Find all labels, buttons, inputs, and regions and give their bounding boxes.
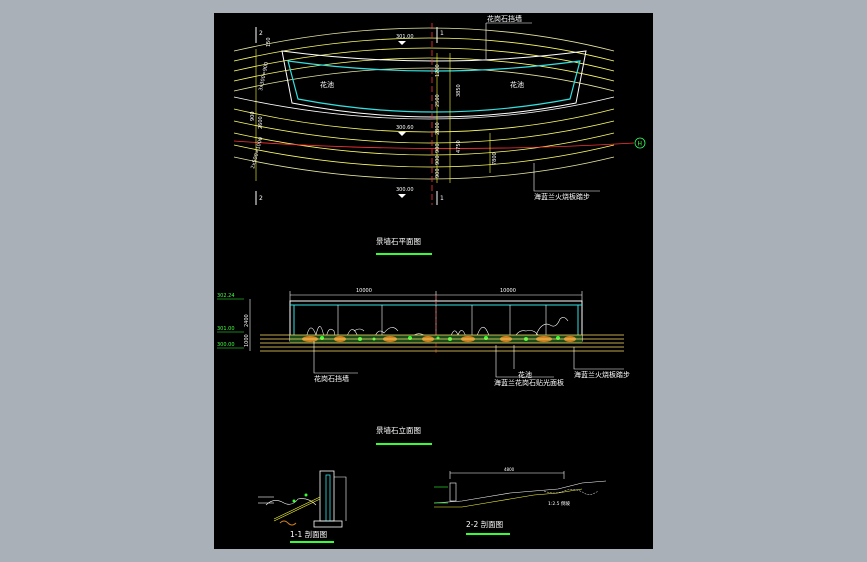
elev-level-mid: 301.00 (217, 326, 235, 332)
dim-center-3: 2800 (435, 122, 441, 135)
plan-elev-bot: 300.00 (396, 187, 414, 193)
axis-label-h: H (638, 141, 643, 148)
elev-callout-planter: 花池 (518, 370, 532, 379)
dim-center-0: 1200 (435, 64, 441, 77)
elev-level-bot: 300.00 (217, 342, 235, 348)
plan-callout-steps: 海蓝兰火烧板踏步 (534, 192, 590, 201)
dim-center-5: 900 (435, 143, 441, 153)
dim-center-1: 2500 (435, 94, 441, 107)
plan-title: 景墙石平面图 (376, 236, 421, 246)
section-mark-1-top: 1 (440, 30, 444, 37)
section-1-view: 1-1 剖面图 (258, 470, 347, 543)
plan-title-underline (376, 253, 432, 255)
section2-dim: 4800 (504, 467, 515, 472)
dim-left-4: 2x500=1000 (250, 136, 264, 169)
section1-title: 1-1 剖面图 (290, 529, 327, 539)
section-mark-1-bottom: 1 (440, 195, 444, 202)
elev-dim-left: 10000 (356, 288, 372, 294)
section-mark-2-bottom: 2 (259, 195, 263, 202)
plan-view: 2 1 2 1 (233, 14, 646, 255)
elev-dim-right: 10000 (500, 288, 516, 294)
plan-callout-wall: 花岗石挡墙 (487, 14, 522, 23)
planter-label-right: 花池 (510, 80, 524, 89)
section2-note: 1:2.5 倒坡 (548, 500, 570, 507)
plan-elev-top: 301.00 (396, 34, 414, 40)
elev-callout-finish: 海蓝兰花岗石贴光面板 (494, 378, 564, 387)
elev-callout-wall: 花岗石挡墙 (314, 374, 349, 383)
dim-center-2: 3850 (456, 84, 462, 97)
elev-level-top: 302.24 (217, 293, 235, 299)
dim-left-2: 900 (250, 111, 256, 121)
planter-outline (281, 50, 587, 118)
drawing-sheet: 2 1 2 1 (214, 13, 653, 549)
dim-left-3: 2600 (258, 116, 264, 129)
planter-inner (287, 60, 581, 113)
dim-center-6: 900 (435, 155, 441, 165)
axis-line-h (233, 140, 635, 149)
elev-dim-side-2: 1000 (244, 334, 250, 347)
elev-callout-steps: 海蓝兰火烧板踏步 (574, 370, 630, 379)
section1-title-underline (290, 541, 334, 543)
section2-title-underline (466, 533, 510, 535)
dim-center-4: 4750 (456, 140, 462, 153)
axis-bubble-h (634, 137, 646, 149)
elevation-view: 10000 10000 302.24 301.00 300.00 2400 10… (217, 288, 630, 445)
elev-title-underline (376, 443, 432, 445)
step-arcs (233, 27, 615, 180)
dim-center-8: 7800 (492, 152, 498, 165)
plan-elev-mid: 300.60 (396, 125, 414, 131)
section2-title: 2-2 剖面图 (466, 519, 503, 529)
elev-title: 景墙石立面图 (376, 425, 421, 435)
section-2-view: 4800 1:2.5 倒坡 2-2 剖面图 (433, 467, 607, 535)
elev-dim-side-1: 2400 (244, 314, 250, 327)
dim-left-1: 3x300=900 (258, 61, 270, 91)
dim-left-0: 150 (266, 37, 272, 47)
dim-center-7: 900 (435, 168, 441, 178)
section-mark-2-top: 2 (259, 30, 263, 37)
planter-label-left: 花池 (320, 80, 334, 89)
drawing-canvas: 2 1 2 1 (217, 14, 646, 543)
